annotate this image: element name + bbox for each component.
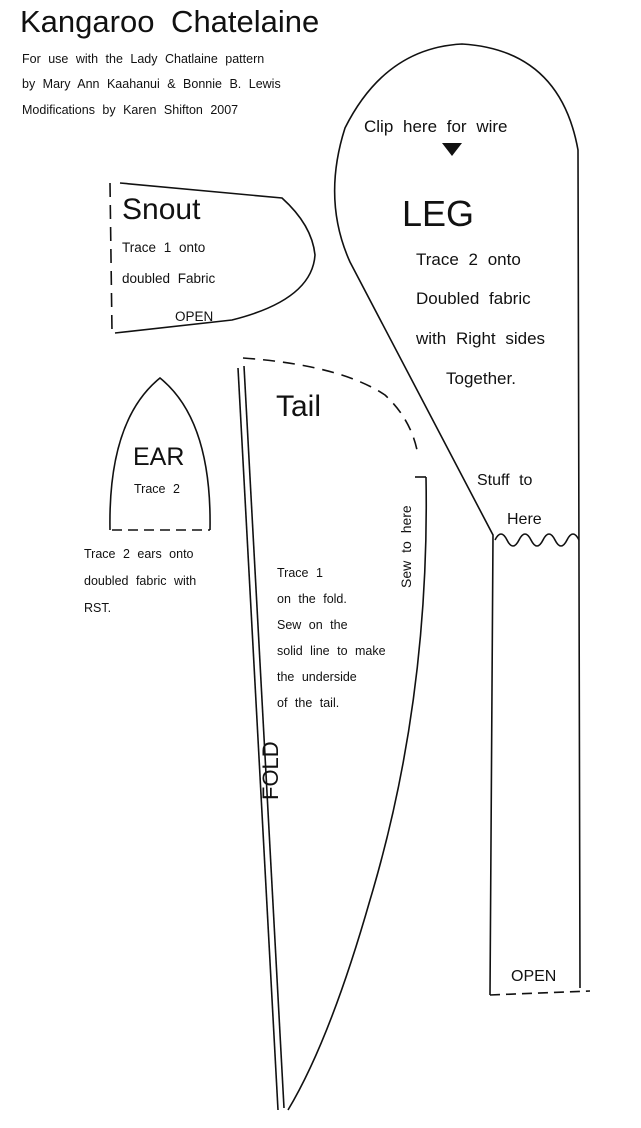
- page-title: Kangaroo Chatelaine: [20, 4, 320, 39]
- tail-text: of the tail.: [277, 696, 340, 710]
- leg-text: Trace 2 onto: [416, 250, 521, 269]
- tail-fold-line: [237, 367, 279, 1111]
- ear-outline: [109, 376, 211, 531]
- subtitle-line: For use with the Lady Chatlaine pattern: [22, 52, 265, 66]
- leg-text: with Right sides: [416, 329, 546, 348]
- tail-text: on the fold.: [277, 592, 347, 606]
- tail-fold-line-2: [243, 365, 285, 1109]
- snout-left-dashed: [109, 182, 113, 333]
- tail-top-dashed: [242, 357, 419, 456]
- snout-open-label: OPEN: [175, 309, 214, 324]
- subtitle-line: by Mary Ann Kaahanui & Bonnie B. Lewis: [22, 77, 281, 91]
- snout-title: Snout: [122, 193, 201, 226]
- tail-text: the underside: [277, 670, 357, 684]
- leg-open-label: OPEN: [511, 968, 557, 985]
- leg-stuff-label: Stuff to: [477, 472, 533, 489]
- tail-text: Sew on the: [277, 618, 348, 632]
- ear-note: Trace 2 ears onto: [84, 547, 194, 561]
- leg-text: Doubled fabric: [416, 289, 531, 308]
- snout-text: Trace 1 onto: [122, 240, 206, 255]
- tail-title: Tail: [276, 390, 322, 423]
- leg-bottom-dashed: [489, 990, 591, 996]
- ear-note: RST.: [84, 601, 112, 615]
- leg-text: Together.: [446, 369, 516, 388]
- tail-text: Trace 1: [277, 566, 323, 580]
- stuff-here-wavy: [494, 533, 580, 547]
- leg-title: LEG: [402, 193, 475, 234]
- tail-sew-label: Sew to here: [398, 505, 414, 588]
- tail-text: solid line to make: [277, 644, 386, 658]
- ear-title: EAR: [133, 443, 185, 471]
- ear-note: doubled fabric with: [84, 574, 197, 588]
- snout-text: doubled Fabric: [122, 271, 216, 286]
- clip-marker: [442, 143, 462, 156]
- tail-outline: [287, 476, 428, 1111]
- leg-outline: [333, 43, 581, 996]
- ear-trace: Trace 2: [134, 482, 180, 496]
- snout-outline: [114, 182, 316, 334]
- tail-fold-label: FOLD: [258, 741, 283, 800]
- subtitle-line: Modifications by Karen Shifton 2007: [22, 103, 239, 117]
- leg-clip-label: Clip here for wire: [364, 117, 508, 136]
- leg-here-label: Here: [507, 511, 542, 528]
